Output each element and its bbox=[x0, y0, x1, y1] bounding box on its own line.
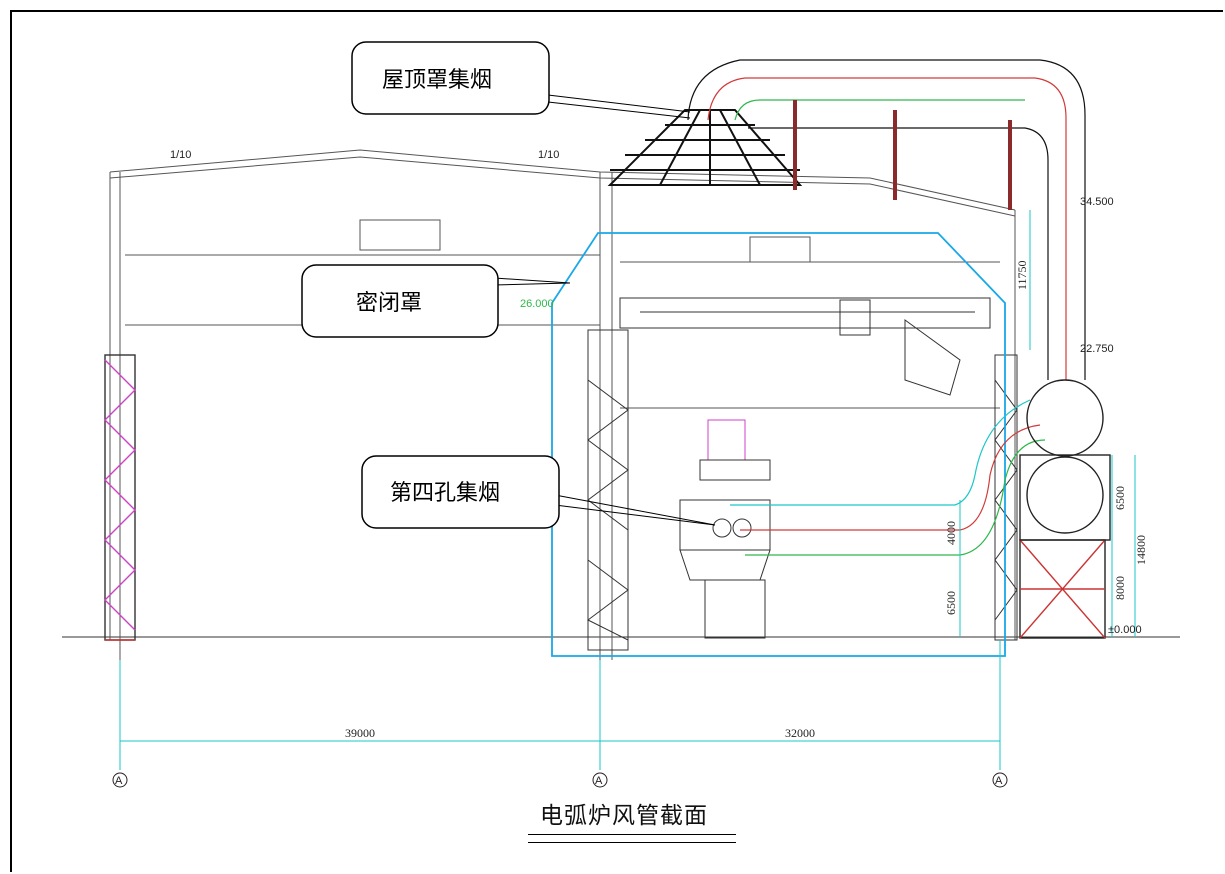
roof-hood bbox=[607, 109, 803, 186]
callout-fourth-hole: 第四孔集烟 bbox=[361, 455, 716, 529]
furnace bbox=[679, 419, 771, 639]
svg-text:A: A bbox=[595, 775, 603, 787]
callout-roof-hood: 屋顶罩集烟 bbox=[351, 41, 691, 119]
svg-text:第四孔集烟: 第四孔集烟 bbox=[390, 481, 500, 506]
cyclone-silos bbox=[1019, 379, 1111, 639]
dim-4000: 4000 bbox=[944, 521, 958, 545]
elev-top-label: 34.500 bbox=[1080, 196, 1114, 208]
dim-14800: 14800 bbox=[1134, 535, 1148, 565]
left-truss-column bbox=[104, 354, 136, 641]
axis-marker-2: A bbox=[592, 772, 608, 788]
span-right-label: 32000 bbox=[785, 726, 815, 740]
svg-text:A: A bbox=[995, 775, 1003, 787]
crane bbox=[619, 297, 991, 396]
elev-ground-label: ±0.000 bbox=[1108, 624, 1142, 636]
middle-truss-column bbox=[587, 329, 629, 651]
dim-6500-a: 6500 bbox=[944, 591, 958, 615]
callout-enclosure: 密闭罩 bbox=[301, 264, 571, 338]
svg-text:屋顶罩集烟: 屋顶罩集烟 bbox=[382, 68, 492, 93]
slope-left-label: 1/10 bbox=[170, 149, 191, 161]
svg-text:密闭罩: 密闭罩 bbox=[356, 291, 422, 316]
title-underline-1 bbox=[528, 834, 736, 835]
fourth-hole-duct bbox=[730, 399, 1046, 556]
right-truss-column bbox=[994, 354, 1018, 641]
elev-mid-label: 22.750 bbox=[1080, 343, 1114, 355]
svg-text:A: A bbox=[115, 775, 123, 787]
span-left-label: 39000 bbox=[345, 726, 375, 740]
elev-crane-label: 26.000 bbox=[520, 298, 554, 310]
dim-8000: 8000 bbox=[1113, 576, 1127, 600]
dim-6500-b: 6500 bbox=[1113, 486, 1127, 510]
axis-marker-1: A bbox=[112, 772, 128, 788]
axis-marker-3: A bbox=[992, 772, 1008, 788]
building-outline bbox=[109, 149, 1016, 660]
sheet-border bbox=[10, 10, 1223, 872]
slope-right-label: 1/10 bbox=[538, 149, 559, 161]
dimension-lines bbox=[119, 210, 1136, 770]
enclosure-outline bbox=[551, 232, 1006, 657]
dim-11750: 11750 bbox=[1015, 260, 1029, 290]
drawing-title: 电弧炉风管截面 bbox=[540, 803, 708, 829]
overhead-duct bbox=[687, 59, 1086, 380]
title-underline-2 bbox=[528, 842, 736, 843]
